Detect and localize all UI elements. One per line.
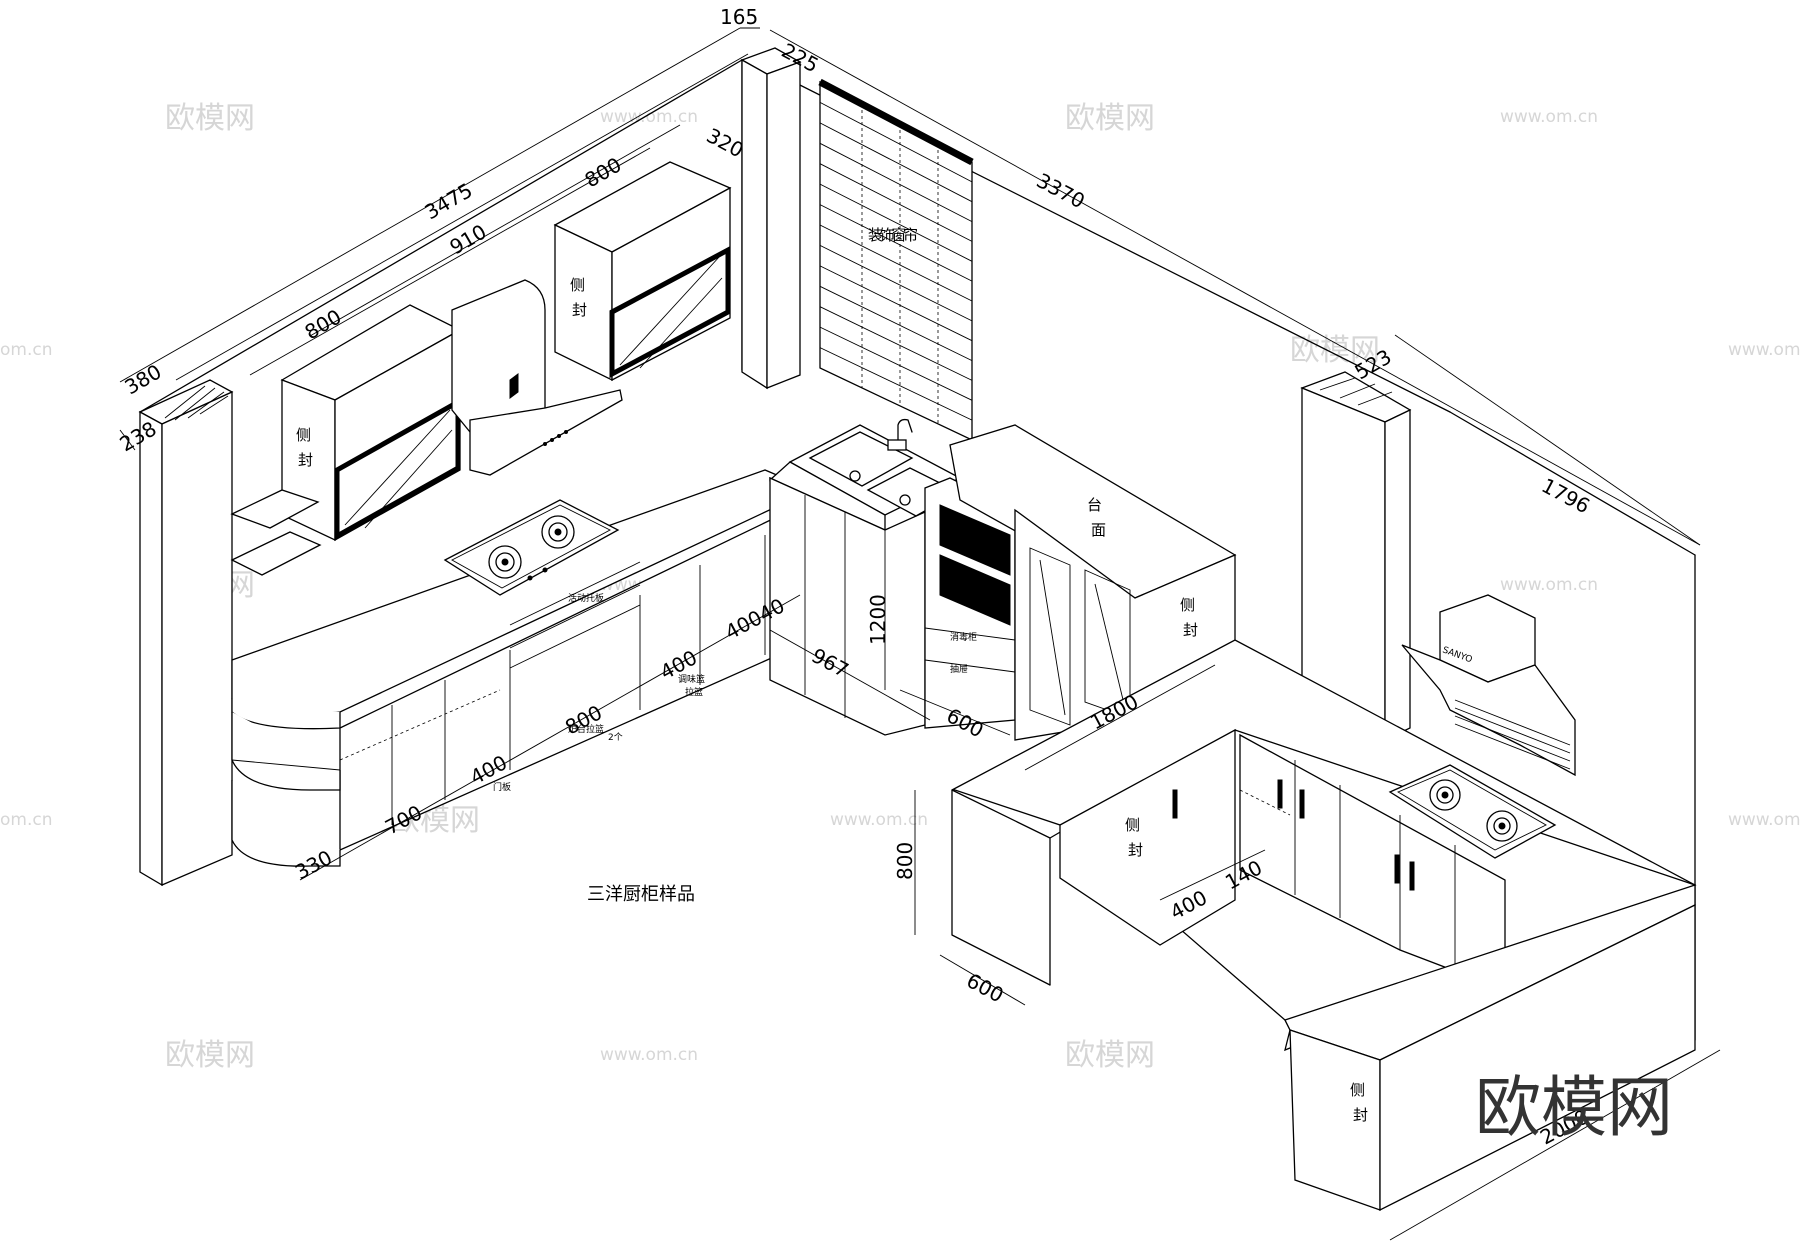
- oven-window-upper: [939, 504, 1011, 576]
- watermark-url: www.om.cn: [600, 1045, 698, 1065]
- range-hood-left: [451, 279, 623, 476]
- shelf-lower: [230, 531, 322, 576]
- door-label: 门板: [493, 781, 511, 793]
- curtain-slat: [819, 224, 973, 302]
- watermark-url: www.om.cn: [1500, 107, 1598, 127]
- watermark-brand: 欧模网: [165, 1038, 255, 1073]
- tall-cabinet-side: [1384, 408, 1411, 742]
- curtain-slat: [819, 102, 973, 183]
- curtain-slat: [819, 204, 973, 282]
- cooktop-plate: [443, 499, 620, 596]
- dim-800: 800: [581, 152, 626, 192]
- curtain-slat: [819, 285, 973, 362]
- glass-door-frame: [334, 397, 461, 541]
- watermark-url: www.om.cn: [1728, 810, 1800, 830]
- island-end-front: [1379, 903, 1696, 1212]
- side-panel-label-char2: 封: [298, 451, 313, 469]
- side-panel-label-char1: 侧: [296, 426, 311, 444]
- right-tall-cabinet: [1300, 371, 1412, 742]
- watermark-brand: 欧模网: [165, 101, 255, 136]
- curtain-slat: [819, 306, 973, 381]
- curtain-label: 装饰窗帘: [868, 226, 918, 244]
- side-panel-label-char2: 封: [1353, 1106, 1368, 1124]
- open-wall-shelves: [230, 489, 322, 576]
- watermark-url: www.om.cn: [600, 107, 698, 127]
- curtain-slat: [819, 244, 973, 322]
- center-wall-cabinet: 侧 封: [553, 161, 732, 382]
- curtain-slat: [819, 122, 973, 203]
- dim-1200: 1200: [866, 594, 890, 645]
- sink-base-front: [769, 476, 926, 736]
- curtain-slat: [819, 347, 973, 421]
- corner-column-side: [741, 58, 768, 390]
- side-panel-label-char1: 侧: [1125, 816, 1140, 834]
- dim-600: 600: [963, 968, 1008, 1007]
- hood-logo: [509, 373, 519, 399]
- side-panel-label-char2: 封: [1183, 621, 1198, 639]
- side-panel-label-char1: 侧: [1180, 596, 1195, 614]
- watermark-url: www.om.cn: [1728, 340, 1800, 360]
- watermark-logo: 欧模网: [1475, 1069, 1673, 1146]
- watermark-brand: 欧模网: [1065, 1038, 1155, 1073]
- sink-basin-left: [808, 431, 914, 487]
- curtain-slat: [819, 183, 973, 262]
- curtain-slat: [819, 265, 973, 342]
- hood-base: [469, 389, 623, 476]
- drawer-label: 抽屉: [950, 663, 968, 675]
- decorative-window-curtain: 装饰窗帘: [818, 78, 974, 442]
- side-panel-label-char1: 侧: [1350, 1081, 1365, 1099]
- sterilizer-label: 消毒柜: [950, 631, 977, 643]
- left-gas-cooktop: [443, 499, 620, 596]
- island-inner-cabinet: [1059, 728, 1236, 946]
- dim-800: 800: [893, 842, 917, 880]
- dim-165: 165: [720, 5, 758, 29]
- watermark-url: www.om.cn: [830, 810, 928, 830]
- left-tall-column: [138, 379, 234, 887]
- end-open-shelf-2: [231, 780, 341, 867]
- countertop-label-char2: 面: [1091, 521, 1106, 539]
- curtain-slat: [819, 326, 973, 401]
- curtain-frame: [819, 80, 973, 442]
- hood-body: [451, 279, 546, 433]
- left-base-run: 活动托板: [231, 469, 814, 867]
- oven-window-lower: [939, 554, 1011, 626]
- corner-column-front: [766, 61, 801, 389]
- pot-basket-label: 炉台拉篮: [568, 723, 604, 735]
- column-side: [139, 410, 163, 887]
- right-island: 侧 封 侧 封: [951, 639, 1697, 1212]
- watermark-url: om.cn: [0, 810, 53, 830]
- dim-320: 320: [703, 123, 748, 162]
- pot-basket-count: 2个: [608, 732, 623, 743]
- watermark-url: om.cn: [0, 340, 53, 360]
- countertop-label-char1: 台: [1087, 496, 1102, 514]
- dim-3475: 3475: [421, 178, 477, 224]
- shelf-upper: [230, 489, 320, 529]
- right-gas-cooktop: [1388, 764, 1557, 859]
- hood-canopy: [1401, 644, 1576, 777]
- watermark-brand: 欧模网: [1065, 101, 1155, 136]
- glass-door-frame: [609, 245, 731, 379]
- side-panel-label-char1: 侧: [570, 276, 585, 294]
- drawing-title: 三洋厨柜样品: [587, 884, 695, 905]
- range-hood-right: SANYO: [1401, 594, 1576, 777]
- side-panel-label-char2: 封: [1128, 841, 1143, 859]
- curtain-slat: [819, 142, 973, 223]
- dim-800: 800: [301, 304, 346, 344]
- seasoning-basket-label-2: 拉篮: [685, 686, 703, 698]
- end-open-shelf-1: [231, 712, 341, 791]
- dim-380: 380: [121, 359, 166, 399]
- faucet: [897, 418, 913, 451]
- cabinet-labels: 炉台拉篮 2个 调味篮 拉篮 门板: [493, 673, 705, 793]
- corner-column: [740, 47, 802, 390]
- left-wall-top-edge: [139, 59, 743, 413]
- pullout-tray-label: 活动托板: [568, 592, 604, 604]
- watermark-url: www.om.cn: [1500, 575, 1598, 595]
- seasoning-basket-label: 调味篮: [678, 673, 705, 685]
- column-front: [161, 390, 233, 886]
- right-wall-top-return: [1449, 411, 1696, 556]
- dim-910: 910: [446, 219, 491, 259]
- curtain-slat: [819, 163, 973, 242]
- side-panel-label-char2: 封: [572, 301, 587, 319]
